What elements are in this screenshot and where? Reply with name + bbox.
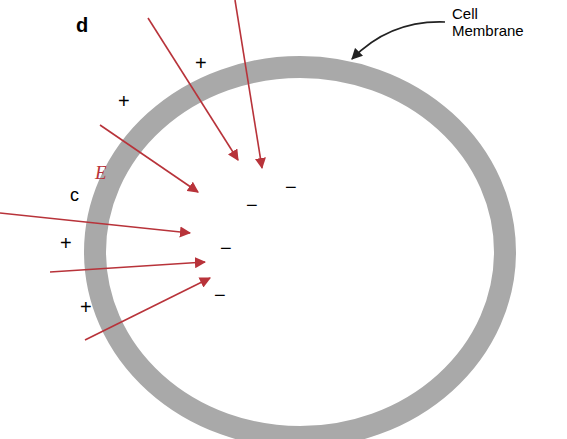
charge-sign: −: [220, 237, 232, 259]
cropped-letter: d: [76, 14, 88, 36]
charge-sign: +: [80, 296, 92, 318]
cropped-letter: c: [70, 186, 79, 206]
charge-sign: −: [285, 176, 297, 198]
charge-sign: −: [246, 194, 258, 216]
field-symbol: E: [95, 163, 107, 184]
leader-arrow: [352, 22, 445, 59]
membrane-label: Cell Membrane: [452, 6, 542, 39]
charge-sign: −: [214, 284, 226, 306]
cell-membrane: [95, 67, 505, 437]
charge-sign: +: [195, 52, 207, 74]
charge-sign: +: [118, 90, 130, 112]
charge-sign: +: [60, 232, 72, 254]
field-arrows: [0, 0, 262, 340]
